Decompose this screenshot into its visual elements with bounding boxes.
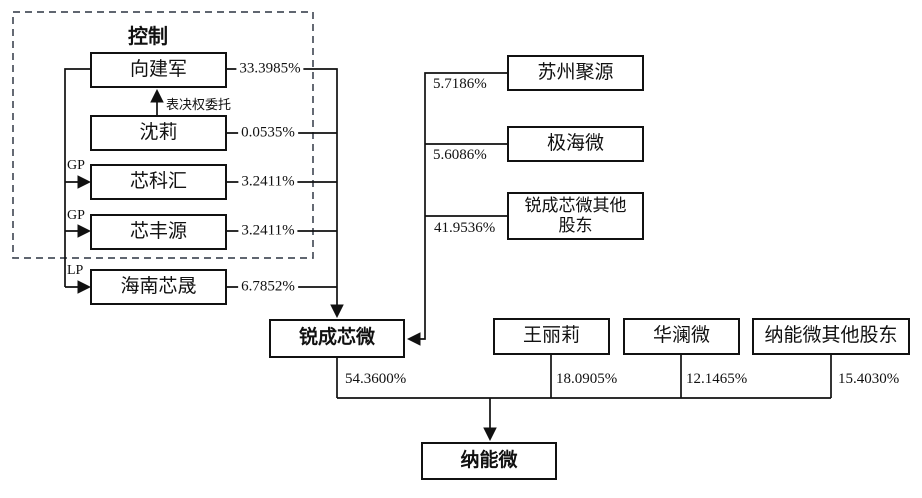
node-label: 沈莉	[139, 121, 178, 143]
node-label: 锐成芯微	[298, 327, 375, 349]
stake-hainan-xin-sheng: 6.7852%	[238, 278, 298, 296]
node-xiang-jianjun: 向建军	[90, 52, 227, 88]
node-label: 苏州聚源	[537, 61, 614, 83]
node-label: 芯丰源	[129, 220, 187, 242]
stake-ruicheng-xinwei: 54.3600%	[345, 371, 407, 387]
node-label: 纳能微其他股东	[764, 325, 898, 347]
node-label: 王丽莉	[522, 325, 580, 347]
gp-label-xinkehui: GP	[67, 158, 85, 173]
node-label: 锐成芯微其他股东	[524, 195, 627, 235]
edge-naneng-collector	[336, 355, 832, 399]
node-wang-li-li: 王丽莉	[493, 318, 610, 355]
stake-xin-ke-hui: 3.2411%	[238, 173, 298, 191]
node-label: 华澜微	[652, 325, 710, 347]
node-suzhou-ju-yuan: 苏州聚源	[507, 55, 644, 91]
stake-hua-lan-wei: 12.1465%	[686, 371, 748, 387]
edge-control-spine	[64, 68, 90, 287]
node-ruicheng-other-holders: 锐成芯微其他股东	[507, 192, 644, 240]
stake-xiang-jianjun: 33.3985%	[236, 60, 304, 78]
node-hua-lan-wei: 华澜微	[623, 318, 740, 355]
node-label: 纳能微	[460, 449, 518, 471]
stake-xin-feng-yuan: 3.2411%	[238, 222, 298, 240]
stake-shen-li: 0.0535%	[238, 124, 298, 142]
edge-suzhoujuyuan-to-ruicheng	[406, 72, 507, 346]
node-ruicheng-xinwei: 锐成芯微	[269, 319, 405, 358]
node-label: 芯科汇	[129, 170, 187, 192]
stake-ji-hai-wei: 5.6086%	[433, 147, 487, 163]
stake-ruicheng-other-holders: 41.9536%	[434, 220, 496, 236]
node-xin-feng-yuan: 芯丰源	[90, 214, 227, 250]
node-xin-ke-hui: 芯科汇	[90, 164, 227, 200]
node-label: 极海微	[546, 132, 604, 154]
node-naneng-other-holders: 纳能微其他股东	[752, 318, 910, 355]
node-label: 向建军	[129, 58, 187, 80]
node-naneng-wei: 纳能微	[421, 442, 557, 480]
control-group-dashed-border	[12, 11, 314, 259]
stake-naneng-other-holders: 15.4030%	[838, 371, 900, 387]
control-group-label: 控制	[128, 26, 168, 48]
stake-suzhou-ju-yuan: 5.7186%	[433, 76, 487, 92]
node-shen-li: 沈莉	[90, 115, 227, 151]
node-hainan-xin-sheng: 海南芯晟	[90, 269, 227, 305]
node-ji-hai-wei: 极海微	[507, 126, 644, 162]
stake-wang-li-li: 18.0905%	[556, 371, 618, 387]
voting-delegation-label: 表决权委托	[166, 97, 232, 112]
node-label: 海南芯晟	[120, 275, 197, 297]
lp-label-hainanxinsheng: LP	[67, 263, 84, 278]
gp-label-xinfengyuan: GP	[67, 208, 85, 223]
